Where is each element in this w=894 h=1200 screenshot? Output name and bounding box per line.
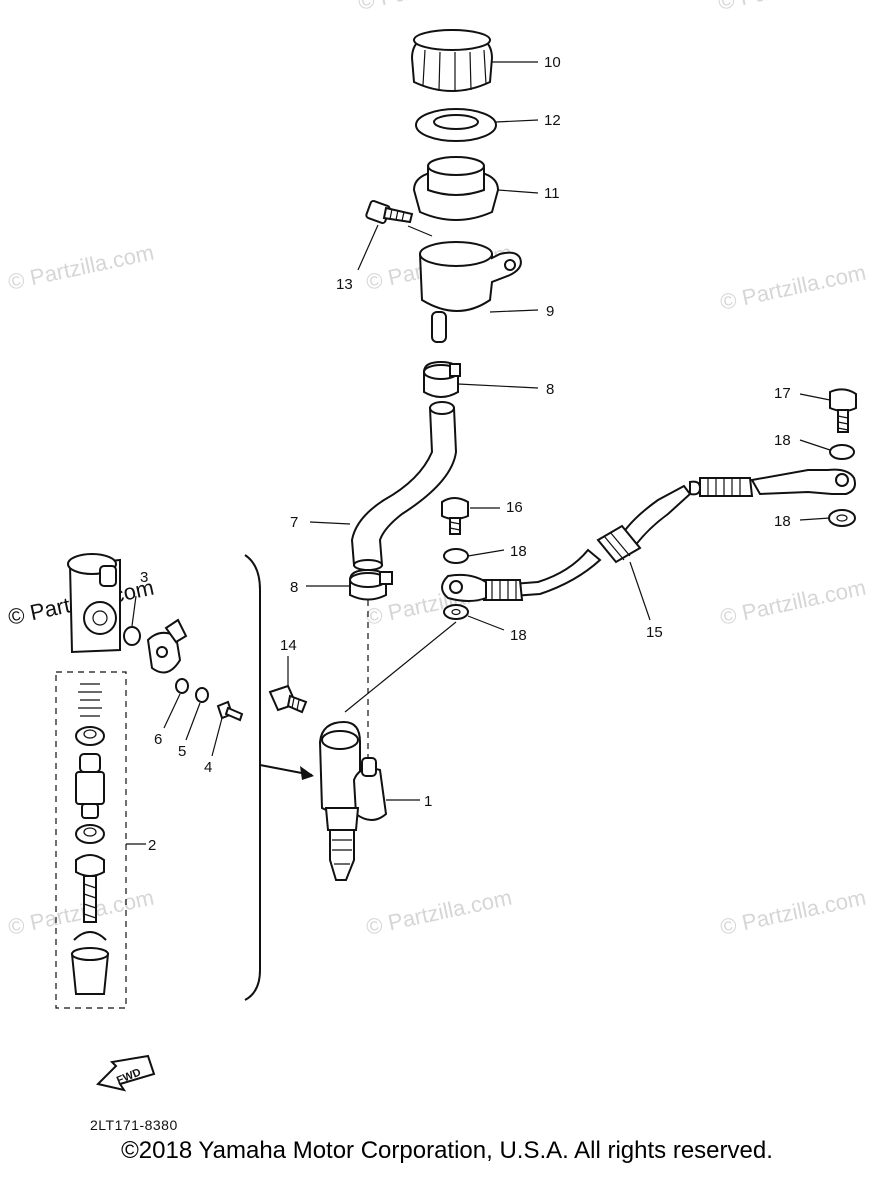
part-13-screw <box>365 199 414 225</box>
watermark: © Partzilla.com <box>356 0 506 15</box>
callout-leaders <box>126 61 831 845</box>
callout-label: 15 <box>646 624 663 641</box>
assembly-leader-line <box>344 621 457 713</box>
part-2-piston-kit <box>55 671 127 1009</box>
part-10-reservoir-cap <box>410 28 494 92</box>
callout-label: 7 <box>290 514 298 531</box>
callout-label: 12 <box>544 112 561 129</box>
callout-label: 18 <box>774 432 791 449</box>
callout-label: 11 <box>544 185 560 202</box>
assembly-arrow-head <box>300 766 314 780</box>
watermark: © Partzilla.com <box>718 260 868 315</box>
watermark: © Partzilla.com <box>6 240 156 295</box>
part-6-o-ring <box>175 678 189 694</box>
copyright-notice: ©2018 Yamaha Motor Corporation, U.S.A. A… <box>121 1137 773 1164</box>
callout-label: 9 <box>546 303 554 320</box>
assembly-bracket <box>244 554 261 1001</box>
callout-label: 18 <box>774 513 791 530</box>
callout-label: 2 <box>148 837 156 854</box>
part-8-hose-clamp-upper <box>423 360 461 398</box>
part-14-bolt <box>268 684 308 714</box>
watermark: © Partzilla.com <box>364 885 514 940</box>
part-8-hose-clamp-lower <box>349 568 393 601</box>
part-17-union-bolt <box>829 388 857 433</box>
part-18-copper-washer <box>829 444 855 460</box>
callout-label: 8 <box>290 579 298 596</box>
callout-label: 8 <box>546 381 554 398</box>
master-cylinder-body-assembly <box>67 553 121 654</box>
watermark: © Partzilla.com <box>6 885 156 940</box>
part-15-brake-hose <box>441 468 856 602</box>
part-11-diaphragm <box>412 156 500 221</box>
forward-direction-arrow: FWD <box>96 1054 156 1092</box>
part-12-diaphragm-plate <box>415 108 497 142</box>
callout-label: 14 <box>280 637 297 654</box>
watermark: © Partzilla.com <box>718 885 868 940</box>
diagram-code: 2LT171-8380 <box>90 1117 178 1133</box>
part-18-copper-washer <box>828 509 856 527</box>
callout-label: 6 <box>154 731 162 748</box>
callout-label: 17 <box>774 385 791 402</box>
callout-label: 10 <box>544 54 561 71</box>
callout-label: 3 <box>140 569 148 586</box>
part-4-screw <box>216 700 244 722</box>
callout-label: 18 <box>510 543 527 560</box>
part-5-washer <box>195 687 209 703</box>
part-18-washer-hole <box>451 608 461 616</box>
callout-label: 5 <box>178 743 186 760</box>
callout-label: 4 <box>204 759 212 776</box>
watermark: © Partzilla.com <box>716 0 866 15</box>
part-7-reservoir-hose <box>350 401 458 571</box>
hose-joint-fitting <box>146 618 188 674</box>
callout-labels: 10 12 11 13 9 8 17 18 16 7 18 18 3 8 18 … <box>140 54 791 854</box>
part-16-union-bolt <box>441 497 469 535</box>
callout-label: 18 <box>510 627 527 644</box>
part-18-copper-washer <box>443 548 469 564</box>
part-18-copper-washer <box>443 604 469 620</box>
callout-label: 13 <box>336 276 353 293</box>
part-3-circlip <box>123 626 141 646</box>
callout-label: 16 <box>506 499 523 516</box>
part-1-master-cylinder <box>318 720 388 881</box>
part-18-washer-hole <box>836 514 848 522</box>
watermark: © Partzilla.com <box>718 575 868 630</box>
part-9-reservoir-tank <box>418 241 522 343</box>
callout-label: 1 <box>424 793 432 810</box>
